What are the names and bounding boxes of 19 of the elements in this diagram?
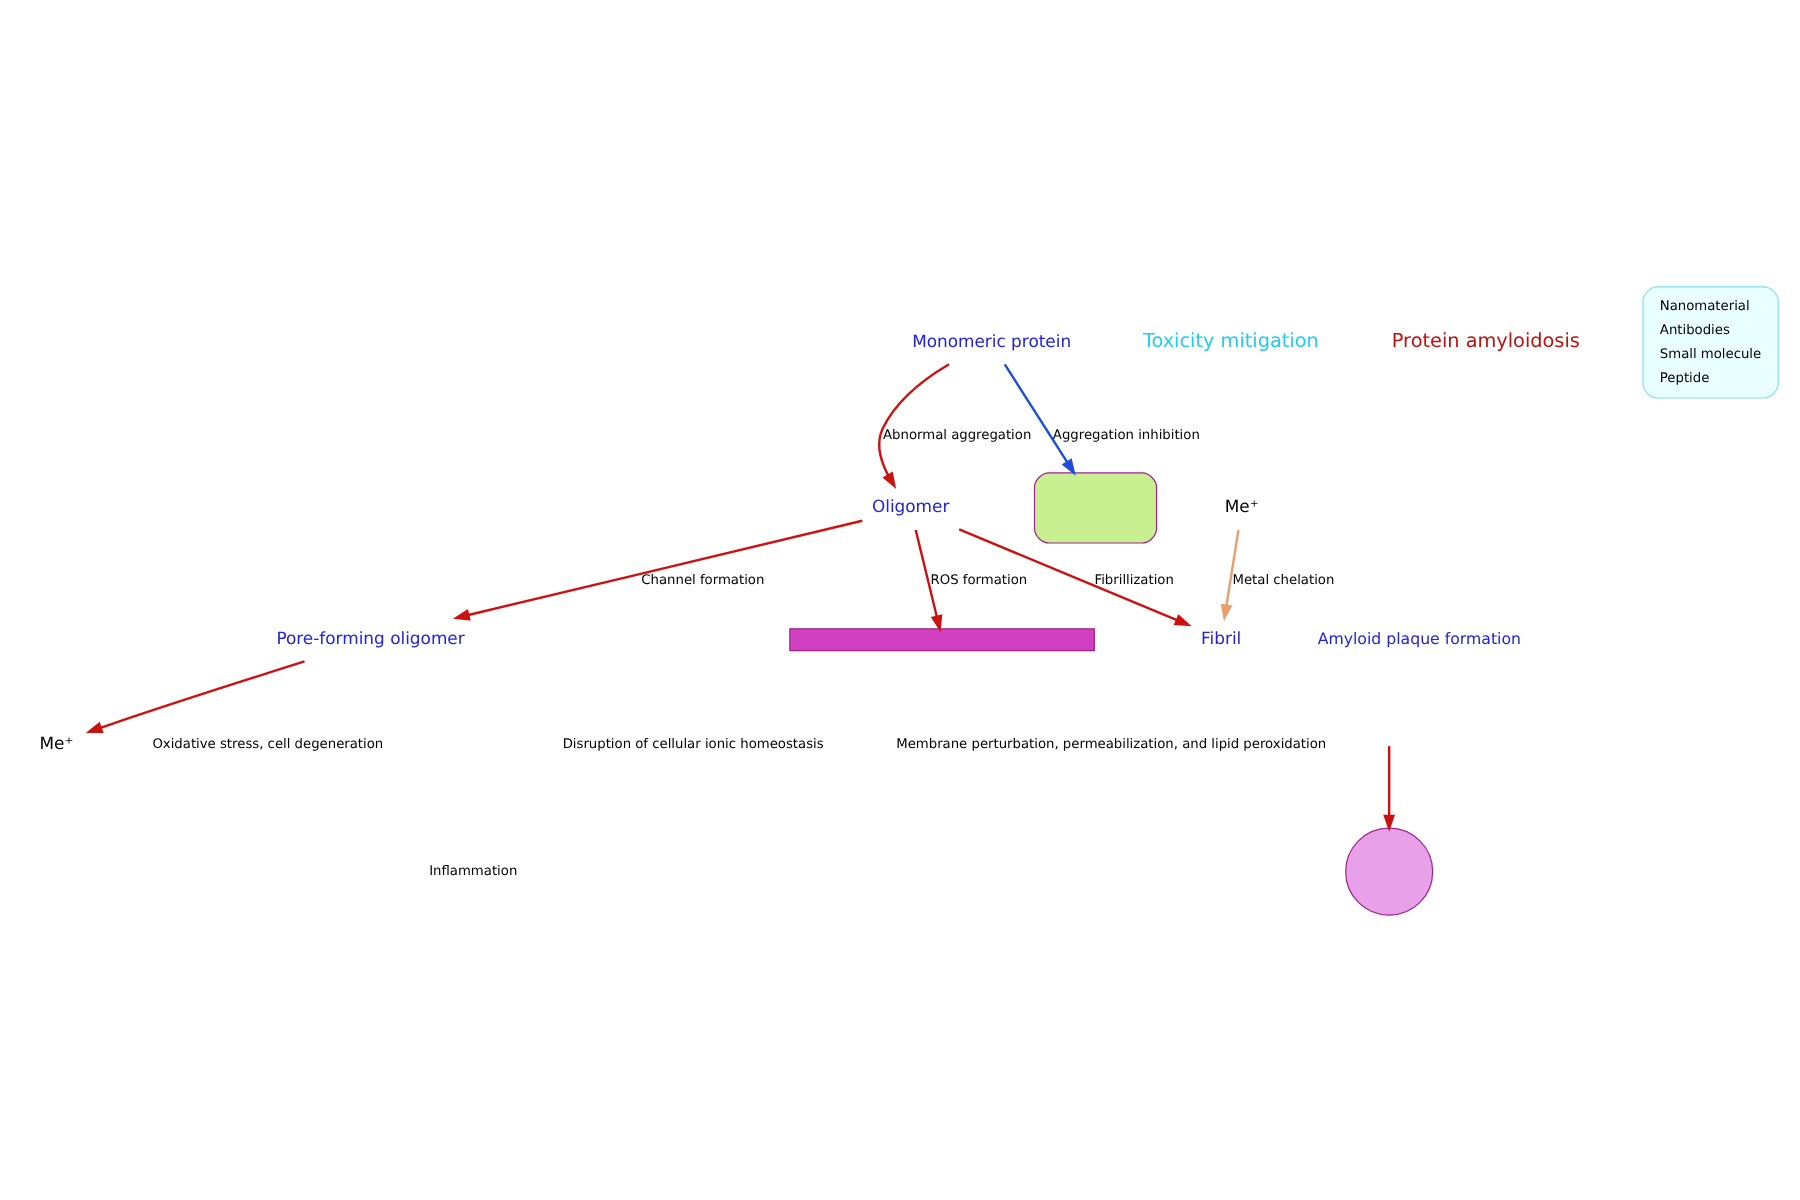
arrow	[957, 527, 1191, 626]
node-circle	[1344, 826, 1433, 915]
arrow	[1219, 528, 1239, 621]
arrow	[1382, 745, 1395, 831]
node-text: Pore-forming oligomer	[275, 627, 464, 648]
arrow	[913, 528, 942, 632]
label: Toxicity mitigation	[1141, 330, 1318, 353]
arrow	[451, 518, 862, 620]
node-text: Fibril	[1200, 627, 1241, 648]
arrow	[1002, 362, 1075, 475]
node-box	[1032, 471, 1157, 543]
node-text: Oligomer	[870, 495, 949, 516]
node-bar	[788, 627, 1094, 651]
node-text: Me⁺	[1223, 495, 1258, 516]
node-text: Me⁺	[38, 732, 73, 753]
arrow	[84, 659, 304, 732]
label: Protein amyloidosis	[1390, 330, 1579, 353]
arrow	[877, 362, 949, 489]
node-text: Monomeric protein	[911, 329, 1071, 350]
